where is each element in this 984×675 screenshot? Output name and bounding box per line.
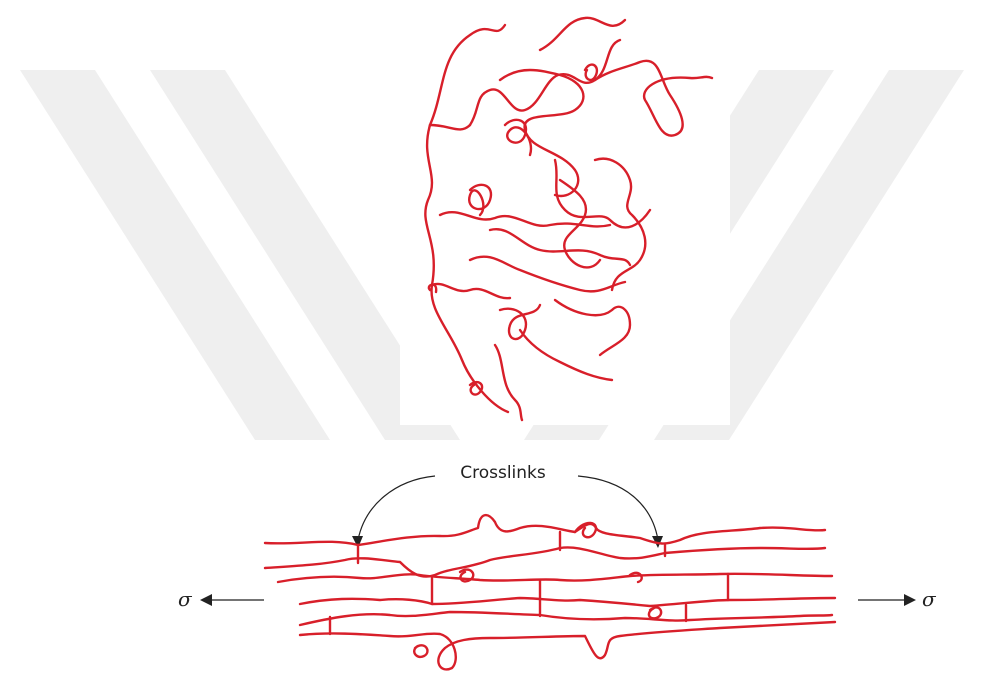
crosslink-arrow-left — [358, 476, 435, 540]
stress-symbol-left: σ — [178, 587, 193, 611]
arrowhead-icon — [200, 594, 212, 606]
polymer-chain — [300, 598, 835, 606]
arrowhead-icon — [904, 594, 916, 606]
polymer-chain — [630, 573, 642, 582]
stressed-network — [265, 515, 835, 669]
polymer-chain — [265, 515, 825, 545]
polymer-chain — [649, 607, 661, 618]
stress-symbol-right: σ — [922, 587, 937, 611]
polymer-chain — [414, 645, 427, 657]
polymer-chain — [300, 622, 835, 669]
polymer-chain — [278, 574, 832, 582]
crosslinks-label: Crosslinks — [460, 463, 546, 483]
polymer-chain — [265, 547, 825, 576]
stress-left: σ — [178, 587, 264, 611]
polymer-chain — [300, 612, 832, 625]
stress-right: σ — [858, 587, 937, 611]
crosslink-arrow-right — [578, 476, 658, 540]
